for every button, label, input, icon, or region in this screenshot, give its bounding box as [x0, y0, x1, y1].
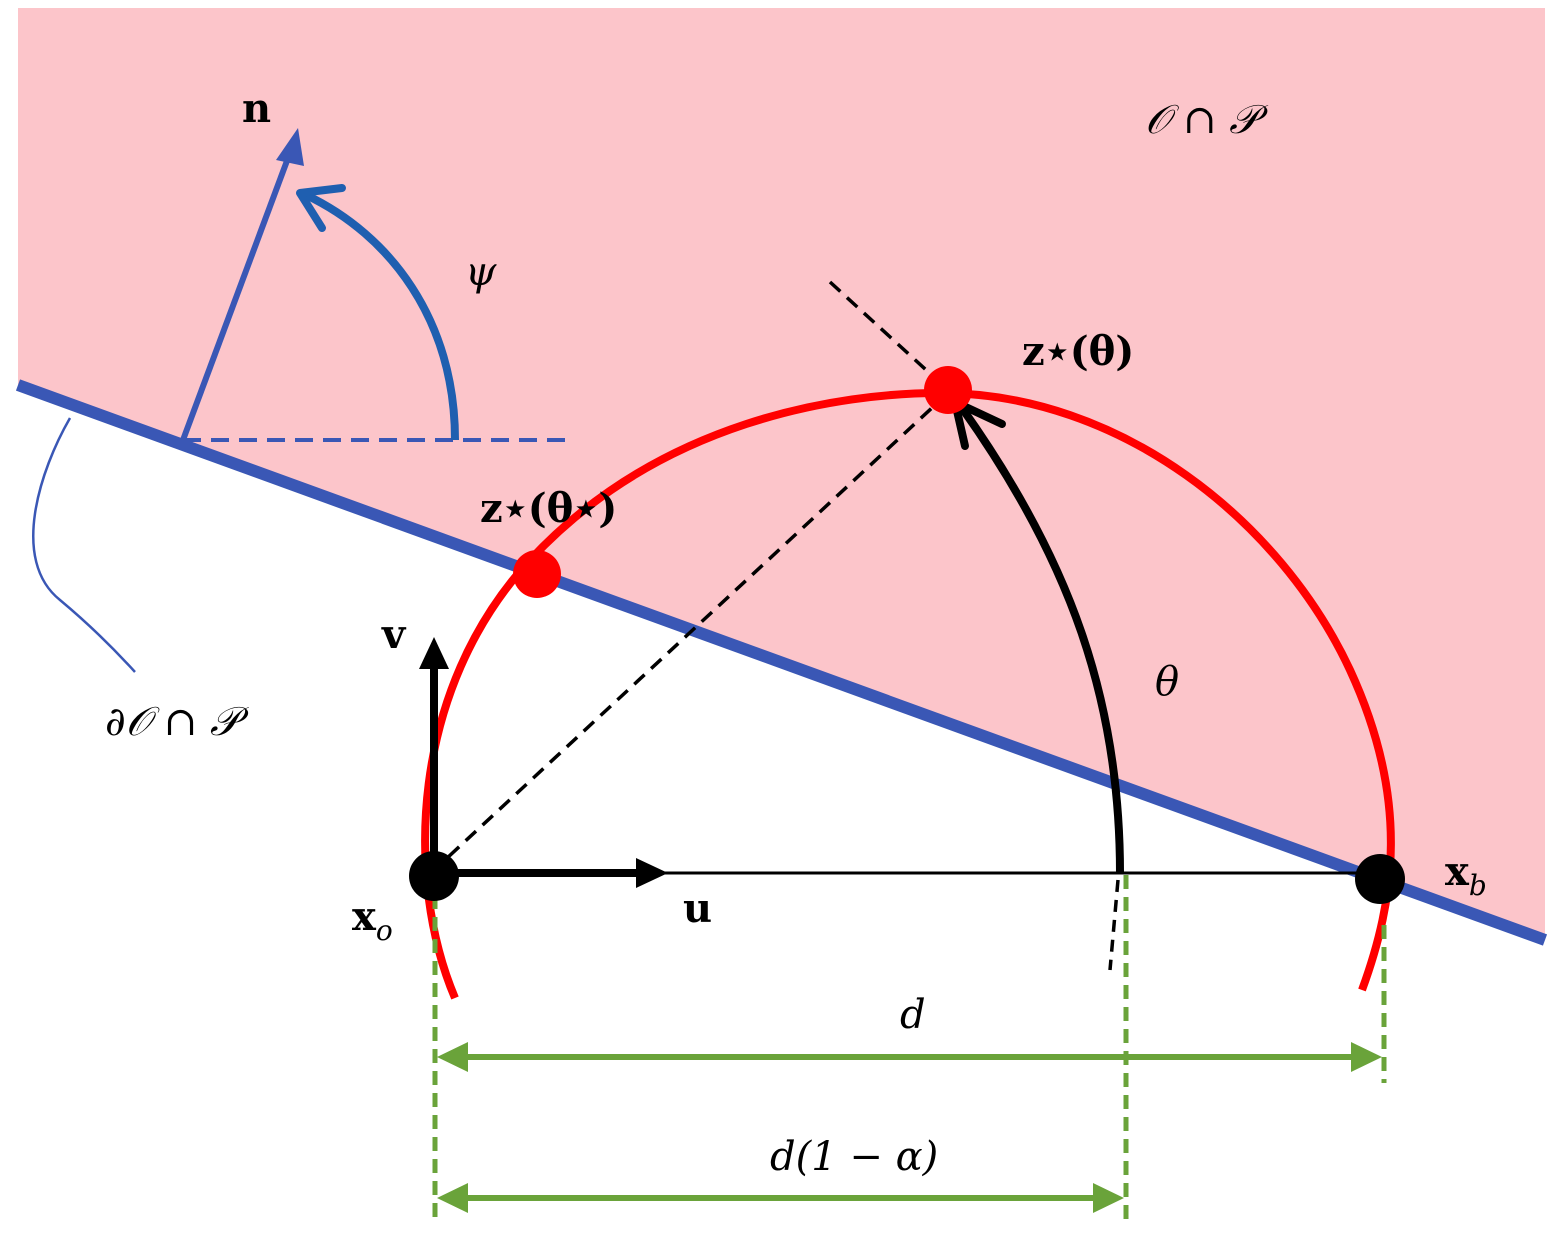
- radius-dashed-line: [430, 391, 950, 874]
- v-arrowhead: [419, 637, 449, 669]
- label-region: 𝒪 ∩ 𝒫: [1145, 97, 1269, 143]
- label-d-alpha: d(1 − α): [770, 1134, 938, 1180]
- tangent-dashed-line: [828, 280, 950, 392]
- label-u: u: [683, 885, 712, 932]
- label-xo-sub: o: [376, 914, 393, 947]
- point-xo: [409, 851, 459, 901]
- label-psi: ψ: [465, 249, 497, 295]
- d-arrow-right: [1351, 1042, 1382, 1072]
- psi-arrowhead: [296, 184, 346, 232]
- theta-arc: [958, 405, 1124, 874]
- label-xo: xo: [352, 893, 393, 947]
- label-boundary: ∂𝒪 ∩ 𝒫: [105, 699, 250, 745]
- boundary-line: [15, 379, 1548, 946]
- label-xo-main: x: [352, 893, 377, 940]
- normal-vector: [180, 140, 297, 442]
- boundary-pointer: [32, 417, 136, 673]
- label-xb-sub: b: [1469, 869, 1487, 902]
- point-xb: [1355, 854, 1405, 904]
- label-d: d: [900, 992, 926, 1038]
- point-z-theta-star: [513, 550, 561, 598]
- normal-arrowhead: [276, 128, 304, 166]
- label-xb-main: x: [1445, 848, 1470, 895]
- u-arrowhead: [636, 858, 668, 888]
- feasible-region: [18, 8, 1545, 938]
- label-normal: n: [242, 85, 271, 132]
- psi-arc: [304, 191, 459, 441]
- label-v: v: [381, 611, 407, 658]
- label-theta: θ: [1155, 659, 1179, 705]
- label-z-theta: z⋆(θ): [1022, 328, 1134, 375]
- d-alpha-arrow-right: [1093, 1183, 1124, 1213]
- label-z-theta-star: z⋆(θ⋆): [480, 485, 617, 532]
- label-xb: xb: [1445, 848, 1487, 902]
- d-arrow-left: [437, 1042, 468, 1072]
- theta-foot-tick: [1108, 879, 1120, 971]
- d-alpha-arrow-left: [437, 1183, 468, 1213]
- point-z-theta: [924, 366, 972, 414]
